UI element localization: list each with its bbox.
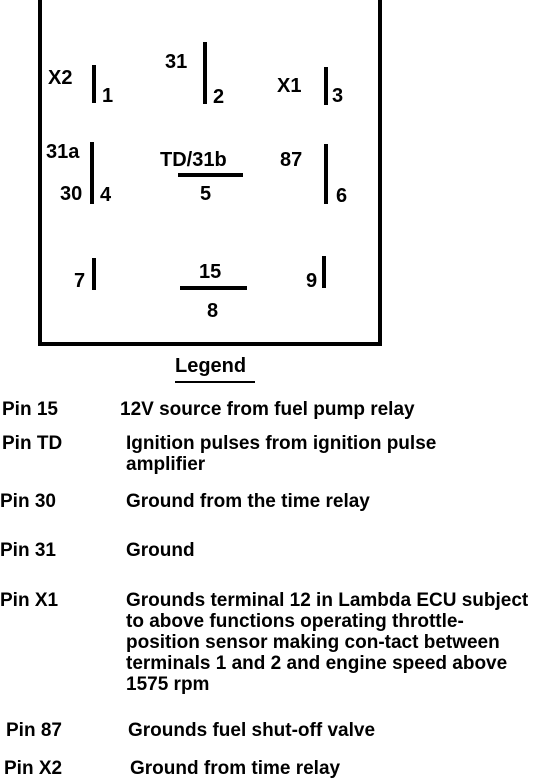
legend-pin-31: Pin 31 — [0, 540, 56, 561]
pin-blade-8 — [180, 286, 247, 290]
legend-underline — [175, 381, 255, 383]
legend-title: Legend — [175, 355, 247, 377]
pin-label-31: 31 — [165, 51, 188, 73]
pin-label-15: 15 — [199, 261, 222, 283]
legend-pin-87: Pin 87 — [6, 720, 62, 741]
pin-label-30: 30 — [60, 183, 83, 205]
pin-label-x2: X2 — [48, 67, 73, 89]
pin-number-9: 9 — [306, 270, 318, 292]
relay-connector-outline — [38, 0, 382, 346]
legend-desc-x1: Grounds terminal 12 in Lambda ECU subjec… — [126, 590, 529, 695]
pin-blade-5 — [178, 173, 243, 177]
pin-number-8: 8 — [207, 300, 219, 322]
pin-blade-9 — [322, 256, 326, 288]
legend-pin-td: Pin TD — [2, 433, 63, 454]
pin-label-x1: X1 — [277, 75, 302, 97]
pin-number-5: 5 — [200, 183, 212, 205]
pin-number-1: 1 — [102, 85, 114, 107]
pin-blade-6 — [324, 144, 328, 204]
legend-pin-15: Pin 15 — [2, 399, 58, 420]
pin-number-4: 4 — [100, 184, 112, 206]
pin-number-2: 2 — [213, 86, 225, 108]
legend-pin-x2: Pin X2 — [4, 758, 63, 779]
pin-number-6: 6 — [336, 185, 348, 207]
legend-desc-87: Grounds fuel shut-off valve — [128, 720, 376, 741]
pin-blade-4 — [90, 142, 94, 204]
legend-desc-30: Ground from the time relay — [126, 491, 370, 512]
legend-desc-td: Ignition pulses from ignition pulse ampl… — [126, 433, 437, 475]
pin-label-87: 87 — [280, 149, 303, 171]
pin-label-31a: 31a — [46, 141, 80, 163]
legend-desc-x2: Ground from time relay — [130, 758, 341, 779]
legend-pin-30: Pin 30 — [0, 491, 56, 512]
pin-blade-3 — [324, 67, 328, 105]
pin-blade-2 — [203, 42, 207, 104]
pin-number-7: 7 — [74, 270, 86, 292]
legend-desc-15: 12V source from fuel pump relay — [120, 399, 415, 420]
pin-number-3: 3 — [332, 85, 344, 107]
pin-label-td-31b: TD/31b — [160, 149, 227, 171]
legend-pin-x1: Pin X1 — [0, 590, 59, 611]
pin-blade-1 — [92, 65, 96, 103]
pin-blade-7 — [92, 258, 96, 290]
legend-desc-31: Ground — [126, 540, 195, 561]
